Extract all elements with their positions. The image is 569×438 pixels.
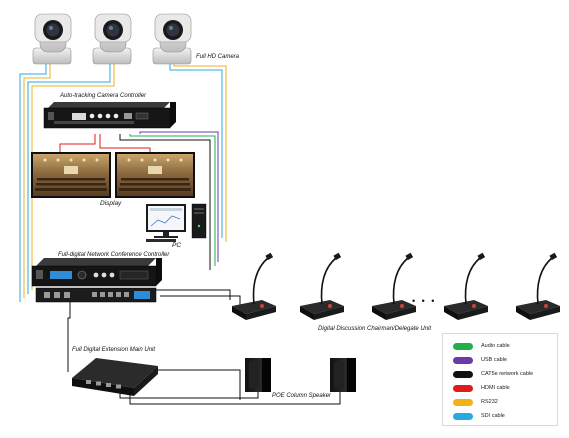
legend-swatch	[453, 385, 473, 392]
camera-1	[32, 13, 72, 65]
display-label: Display	[100, 200, 122, 207]
pc-label: PC	[172, 242, 182, 249]
speaker-label: POE Column Speaker	[272, 393, 332, 399]
legend-swatch	[453, 413, 473, 420]
legend-swatch	[453, 343, 473, 350]
legend-label: USB cable	[481, 357, 507, 363]
legend-label: SDI cable	[481, 413, 505, 419]
delegate-unit	[516, 252, 560, 320]
conference-controller	[31, 258, 162, 303]
delegate-unit	[300, 252, 344, 320]
legend-label: HDMI cable	[481, 385, 510, 391]
legend-label: Audio cable	[481, 343, 510, 349]
pc	[146, 203, 207, 242]
tracking-controller-label: Auto-tracking Camera Controller	[60, 93, 147, 99]
legend-label: CAT5e network cable	[481, 371, 534, 377]
extension-unit-label: Full Digital Extension Main Unit	[72, 347, 156, 353]
delegate-unit-label: Digital Discussion Chairman/Delegate Uni…	[318, 326, 432, 332]
legend-swatch	[453, 399, 473, 406]
camera-3	[152, 13, 192, 65]
display-left	[31, 152, 111, 198]
legend-swatch	[453, 357, 473, 364]
display-right	[115, 152, 195, 198]
camera-2	[92, 13, 132, 65]
camera-label: Full HD Camera	[196, 54, 240, 60]
extension-unit	[72, 358, 158, 396]
legend-label: RS232	[481, 399, 498, 405]
cables	[19, 64, 341, 405]
speaker-left	[245, 358, 271, 392]
ellipsis-label: • • •	[412, 296, 437, 306]
speaker-right	[330, 358, 356, 392]
delegate-units	[232, 252, 560, 320]
delegate-unit	[372, 252, 416, 320]
delegate-unit	[444, 252, 488, 320]
tracking-controller	[43, 102, 176, 129]
legend-swatch	[453, 371, 473, 378]
conference-controller-label: Full-digital Network Conference Controll…	[58, 252, 170, 258]
delegate-unit	[232, 252, 276, 320]
